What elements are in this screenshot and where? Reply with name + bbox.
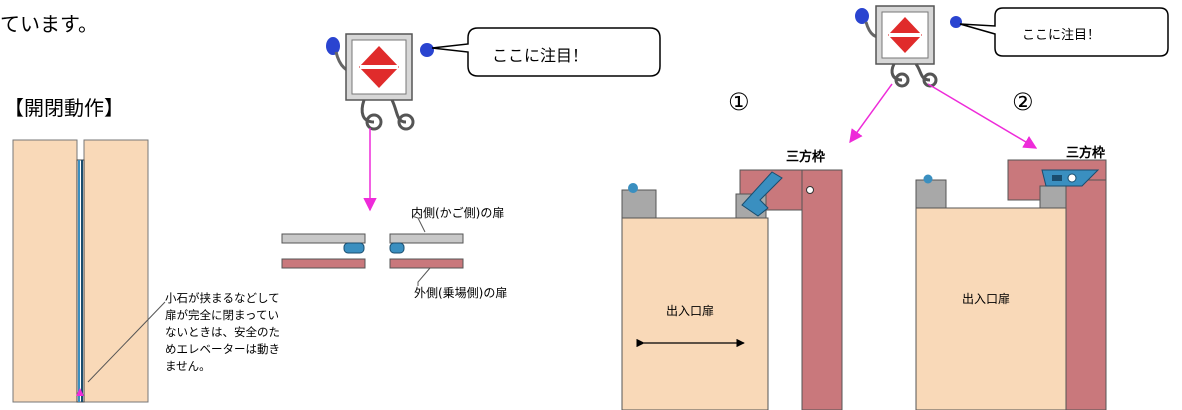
pointer-arrow-2 (927, 83, 1038, 149)
pointer-arrow-1 (849, 83, 893, 144)
robot-mascot-icon (326, 33, 434, 131)
callout-text-right: ここに注目！ (1022, 28, 1101, 43)
inner-door-label: 内側(かご側)の扉 (411, 206, 505, 220)
robot-mascot-icon (855, 5, 962, 88)
door-safety-note: 小石が挟まるなどして 扉が完全に閉まってい ないときは、安全のた めエレベーター… (165, 291, 280, 373)
note-leader-line (87, 301, 166, 383)
callout-bubble-right (959, 7, 1169, 57)
pebble-marker (76, 388, 84, 396)
callout-text-left: ここに注目！ (492, 46, 589, 65)
door-label-2: 出入口扉 (962, 292, 1011, 306)
closed-door-illustration (12, 139, 149, 403)
callout-bubble-left (431, 27, 661, 77)
frame-label-1: 三方枠 (786, 150, 826, 165)
door-cross-section (281, 233, 464, 269)
frame-label-2: 三方枠 (1066, 146, 1106, 161)
panel-1-illustration (621, 169, 843, 410)
section-title: 【開閉動作】 (4, 96, 124, 120)
panel-2-illustration (915, 159, 1107, 410)
door-label-1: 出入口扉 (666, 304, 715, 318)
marker-circle-1: ① (728, 88, 750, 116)
intro-text-fragment: ています。 (0, 12, 98, 36)
outer-door-label: 外側(乗場側)の扉 (414, 286, 508, 300)
marker-circle-2: ② (1012, 88, 1034, 116)
